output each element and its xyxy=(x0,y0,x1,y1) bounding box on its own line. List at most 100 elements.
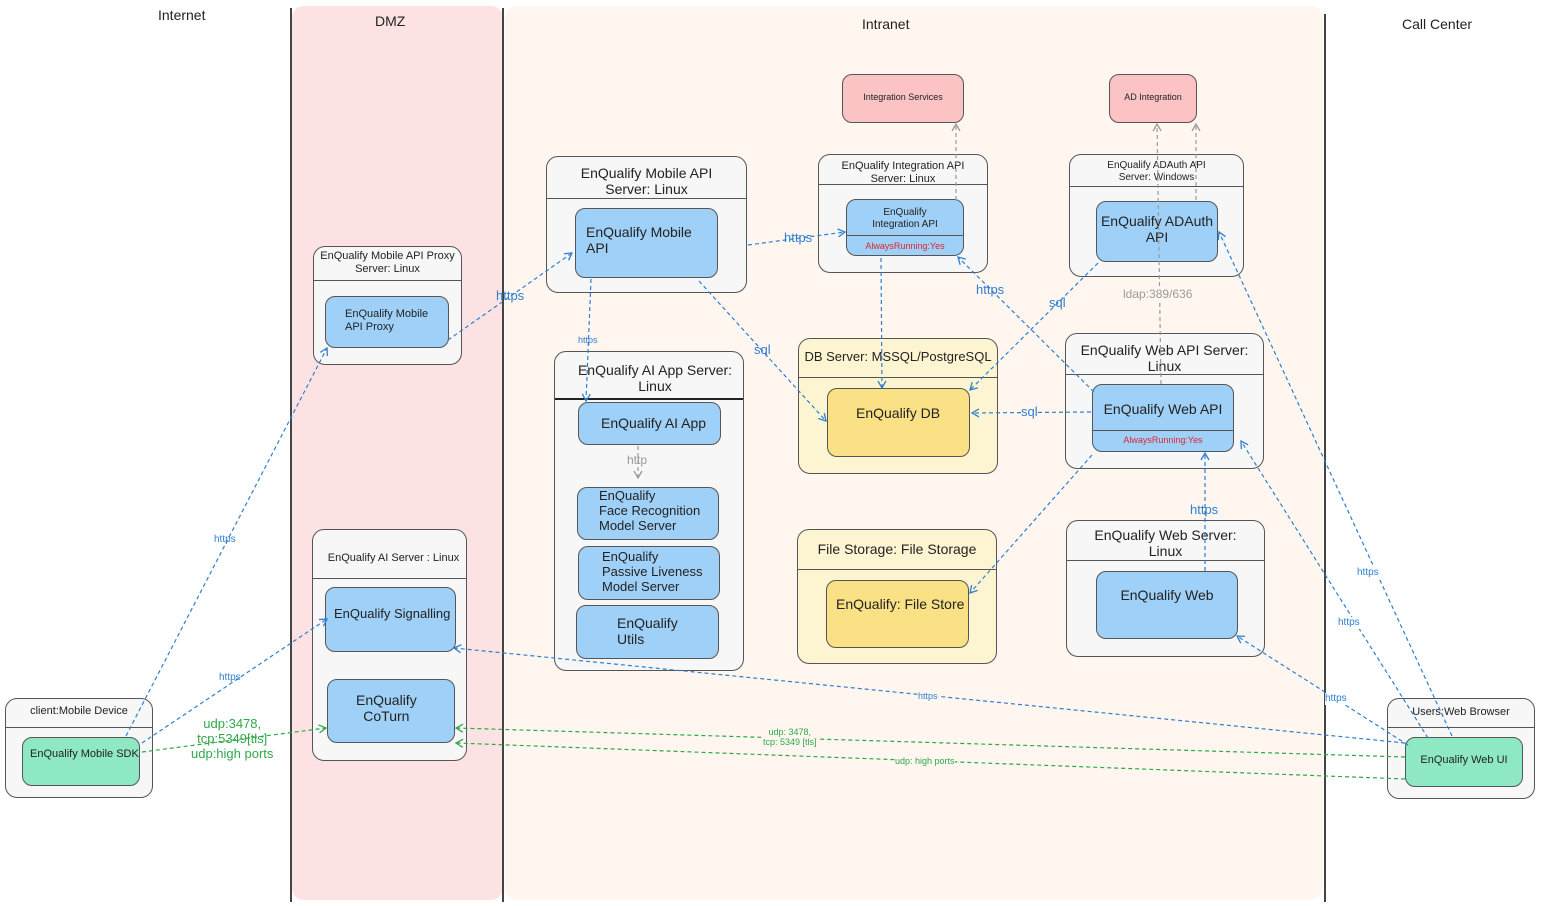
web-ui-label: EnQualify Web UI xyxy=(1420,754,1508,766)
integration-api-status: AlwaysRunning:Yes xyxy=(865,241,945,251)
edge-label-mobile-api-to-integration: https xyxy=(784,230,813,245)
node-separator xyxy=(819,184,987,185)
edge-proxy-to-mobile-api xyxy=(447,252,574,341)
integration-services-label: Integration Services xyxy=(863,92,943,102)
web-browser-title: Users:Web Browser xyxy=(1412,706,1510,718)
node-separator xyxy=(547,198,746,199)
edge-adauth-to-db xyxy=(969,262,1099,391)
integration-api-server-title: EnQualify Integration API Server: Linux xyxy=(841,160,965,185)
adauth-api-component[interactable]: EnQualify ADAuth API xyxy=(1096,201,1218,262)
edge-label-sdk-to-signalling: https xyxy=(219,672,241,683)
passive-liveness-component[interactable]: EnQualify Passive Liveness Model Server xyxy=(578,546,720,600)
ai-app-component[interactable]: EnQualify AI App xyxy=(578,402,721,445)
web-api-server-title: EnQualify Web API Server: Linux xyxy=(1080,342,1249,375)
passive-liveness-label: EnQualify Passive Liveness Model Server xyxy=(602,549,703,594)
mobile-api-proxy-server-title: EnQualify Mobile API Proxy Server: Linux xyxy=(320,250,455,275)
edge-sdk-to-coturn xyxy=(141,724,328,753)
mobile-sdk-label: EnQualify Mobile SDK xyxy=(30,748,139,760)
integration-api-label: EnQualify Integration API xyxy=(872,207,938,230)
mobile-api-label: EnQualify Mobile API xyxy=(586,224,692,257)
signalling-label: EnQualify Signalling xyxy=(334,606,451,621)
mobile-sdk-component[interactable]: EnQualify Mobile SDK xyxy=(22,737,140,786)
coturn-component[interactable]: EnQualify CoTurn xyxy=(327,679,455,743)
edge-web-api-to-integration xyxy=(957,256,1095,393)
mobile-api-server-title: EnQualify Mobile API Server: Linux xyxy=(580,165,713,198)
mobile-api-component[interactable]: EnQualify Mobile API xyxy=(575,208,718,278)
signalling-component[interactable]: EnQualify Signalling xyxy=(325,587,456,652)
edge-label-sdk-to-coturn: udp:3478, tcp:5349[tls] udp:high ports xyxy=(191,716,274,761)
edge-sdk-to-signalling xyxy=(141,618,329,744)
edge-webui-to-adauth xyxy=(1217,230,1453,737)
node-separator xyxy=(555,398,743,400)
mobile-api-proxy-label: EnQualify Mobile API Proxy xyxy=(345,308,429,333)
web-api-component[interactable]: EnQualify Web API AlwaysRunning:Yes xyxy=(1092,384,1234,452)
edge-webui-to-web xyxy=(1235,635,1409,746)
utils-label: EnQualify Utils xyxy=(617,615,678,648)
node-separator xyxy=(1067,560,1264,561)
ai-app-server-title: EnQualify AI App Server: Linux xyxy=(577,362,733,395)
edge-label-adauth-to-ad: ldap:389/636 xyxy=(1123,287,1193,302)
node-separator xyxy=(314,280,461,281)
edge-label-webui-to-coturn-2: udp: high ports xyxy=(895,756,955,767)
edge-label-sdk-to-proxy: https xyxy=(214,534,236,545)
db-component[interactable]: EnQualify DB xyxy=(827,388,970,457)
coturn-label: EnQualify CoTurn xyxy=(356,692,417,725)
utils-component[interactable]: EnQualify Utils xyxy=(576,605,719,659)
edge-label-mobile-api-to-ai-app: https xyxy=(578,335,598,345)
adauth-api-label: EnQualify ADAuth API xyxy=(1100,213,1214,246)
edge-mobile-api-to-integration xyxy=(747,228,847,246)
web-api-status: AlwaysRunning:Yes xyxy=(1123,435,1203,445)
web-server-title: EnQualify Web Server: Linux xyxy=(1094,527,1237,560)
ad-integration-component[interactable]: AD Integration xyxy=(1109,74,1197,123)
node-separator xyxy=(1388,727,1534,728)
node-separator xyxy=(1070,186,1243,187)
zone-label-call-center: Call Center xyxy=(1402,16,1473,32)
db-server-title: DB Server: MSSQL/PostgreSQL xyxy=(804,349,992,364)
edge-web-api-to-ad xyxy=(1152,122,1162,385)
edge-label-webui-to-coturn-1: udp: 3478, tcp: 5349 [tls] xyxy=(763,727,817,748)
face-recognition-component[interactable]: EnQualify Face Recognition Model Server xyxy=(577,487,719,540)
edge-label-webui-to-signalling: https xyxy=(918,691,938,702)
edge-label-webui-to-web-api: https xyxy=(1338,617,1360,629)
zone-divider-internet-dmz xyxy=(290,8,292,902)
ai-server-title: EnQualify AI Server : Linux xyxy=(327,552,460,564)
edge-webui-to-web-api xyxy=(1240,439,1429,739)
edge-mobile-api-to-ai-app xyxy=(581,278,592,403)
edge-label-webui-to-adauth: https xyxy=(1357,567,1379,579)
edge-sdk-to-proxy xyxy=(125,346,328,737)
mobile-api-proxy-component[interactable]: EnQualify Mobile API Proxy xyxy=(325,296,449,348)
web-component[interactable]: EnQualify Web xyxy=(1096,571,1238,639)
file-store-component[interactable]: EnQualify: File Store xyxy=(826,580,969,648)
edge-label-ai-app-to-face: http xyxy=(627,453,648,467)
edge-label-webui-to-web: https xyxy=(1325,693,1347,705)
edge-label-adauth-to-db: sql xyxy=(1049,295,1066,310)
db-label: EnQualify DB xyxy=(856,405,941,421)
edge-mobile-api-to-db xyxy=(698,280,827,422)
edge-integration-to-db xyxy=(877,257,887,390)
component-separator xyxy=(1093,430,1233,431)
edge-label-proxy-to-mobile-api: https xyxy=(496,288,525,303)
web-label: EnQualify Web xyxy=(1120,587,1214,603)
component-separator xyxy=(847,235,963,236)
edge-webui-to-coturn-2 xyxy=(454,738,1406,780)
edge-label-web-api-to-integration: https xyxy=(976,282,1005,297)
integration-api-component[interactable]: EnQualify Integration API AlwaysRunning:… xyxy=(846,199,964,256)
node-separator xyxy=(799,377,997,378)
file-store-label: EnQualify: File Store xyxy=(836,596,965,612)
node-separator xyxy=(798,569,996,570)
zone-label-intranet: Intranet xyxy=(862,16,910,32)
edge-label-web-to-web-api: https xyxy=(1190,502,1219,517)
ad-integration-label: AD Integration xyxy=(1124,92,1182,102)
adauth-server-title: EnQualify ADAuth API Server: Windows xyxy=(1107,160,1206,183)
web-api-label: EnQualify Web API xyxy=(1103,401,1223,417)
face-recognition-label: EnQualify Face Recognition Model Server xyxy=(599,488,701,533)
edge-label-mobile-api-to-db: sql xyxy=(754,342,771,357)
integration-services-component[interactable]: Integration Services xyxy=(842,74,964,123)
web-ui-component[interactable]: EnQualify Web UI xyxy=(1405,737,1523,787)
zone-label-dmz: DMZ xyxy=(375,13,406,29)
node-separator xyxy=(6,727,152,728)
mobile-device-title: client:Mobile Device xyxy=(30,705,128,717)
edge-webui-to-coturn-1 xyxy=(454,723,1406,758)
zone-divider-dmz-intranet xyxy=(502,8,504,902)
